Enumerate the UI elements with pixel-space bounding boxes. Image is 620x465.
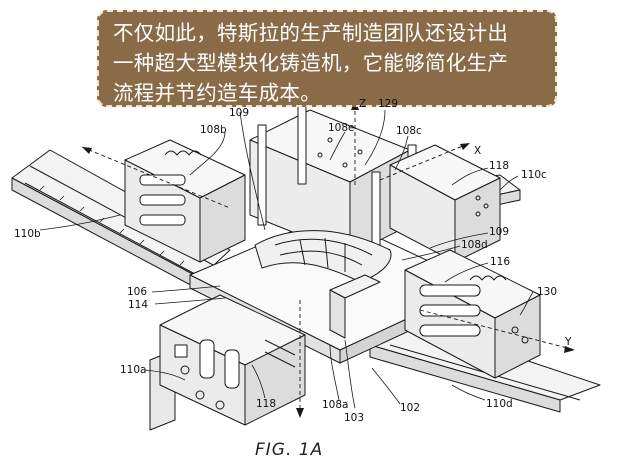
label-106: 106 — [127, 286, 148, 298]
label-z-axis: Z — [359, 98, 367, 110]
label-108a: 108a — [322, 399, 349, 411]
label-109-top: 109 — [229, 107, 250, 119]
label-102: 102 — [400, 402, 421, 414]
unit-108b — [124, 139, 246, 263]
label-130: 130 — [537, 286, 558, 298]
label-x-axis: X — [474, 145, 482, 157]
caption-banner: 不仅如此，特斯拉的生产制造团队还设计出 一种超大型模块化铸造机，它能够简化生产 … — [97, 10, 557, 107]
banner-line: 不仅如此，特斯拉的生产制造团队还设计出 — [113, 21, 509, 45]
unit-108a — [159, 294, 306, 426]
label-114: 114 — [128, 299, 149, 311]
label-108c: 108c — [396, 125, 422, 137]
banner-line: 一种超大型模块化铸造机，它能够简化生产 — [113, 51, 509, 75]
cast-part-103 — [254, 230, 392, 283]
axis-lines — [81, 104, 576, 415]
label-129: 129 — [378, 98, 399, 110]
label-108d: 108d — [461, 239, 488, 251]
label-118-right: 118 — [489, 160, 510, 172]
label-103: 103 — [344, 412, 365, 424]
figure-caption: FIG. 1A — [255, 440, 324, 460]
unit-108c — [389, 144, 501, 263]
label-y-axis: Y — [565, 336, 572, 348]
label-110b: 110b — [14, 228, 41, 240]
label-108e: 108e — [328, 122, 355, 134]
label-116: 116 — [490, 256, 511, 268]
label-109-right: 109 — [489, 226, 510, 238]
label-108b: 108b — [200, 124, 227, 136]
label-110d: 110d — [486, 398, 513, 410]
unit-108d — [404, 249, 541, 379]
leader-lines — [39, 109, 534, 409]
label-110a: 110a — [120, 364, 147, 376]
label-118-bottom: 118 — [256, 398, 277, 410]
banner-line: 流程并节约造车成本。 — [113, 81, 321, 105]
label-110c: 110c — [521, 169, 547, 181]
